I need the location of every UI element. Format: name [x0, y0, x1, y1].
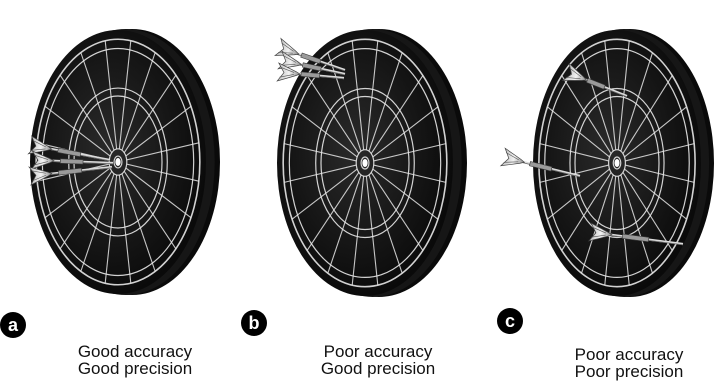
dartboard-c	[533, 29, 714, 297]
caption-c-accuracy: Poor accuracy	[544, 346, 714, 363]
panel-letter-a: a	[8, 315, 19, 335]
panel-letter-b: b	[249, 313, 260, 333]
caption-b-accuracy: Poor accuracy	[293, 343, 463, 360]
caption-a: Good accuracy Good precision	[50, 343, 220, 377]
caption-a-precision: Good precision	[50, 360, 220, 377]
caption-b-precision: Good precision	[293, 360, 463, 377]
caption-a-accuracy: Good accuracy	[50, 343, 220, 360]
dartboard-b	[277, 29, 467, 297]
caption-c-precision: Poor precision	[544, 363, 714, 380]
panel-letter-c: c	[505, 311, 515, 331]
panel-label-b: b	[241, 310, 267, 336]
panel-label-c: c	[497, 308, 523, 334]
panel-label-a: a	[0, 312, 26, 338]
caption-c: Poor accuracy Poor precision	[544, 346, 714, 380]
caption-b: Poor accuracy Good precision	[293, 343, 463, 377]
